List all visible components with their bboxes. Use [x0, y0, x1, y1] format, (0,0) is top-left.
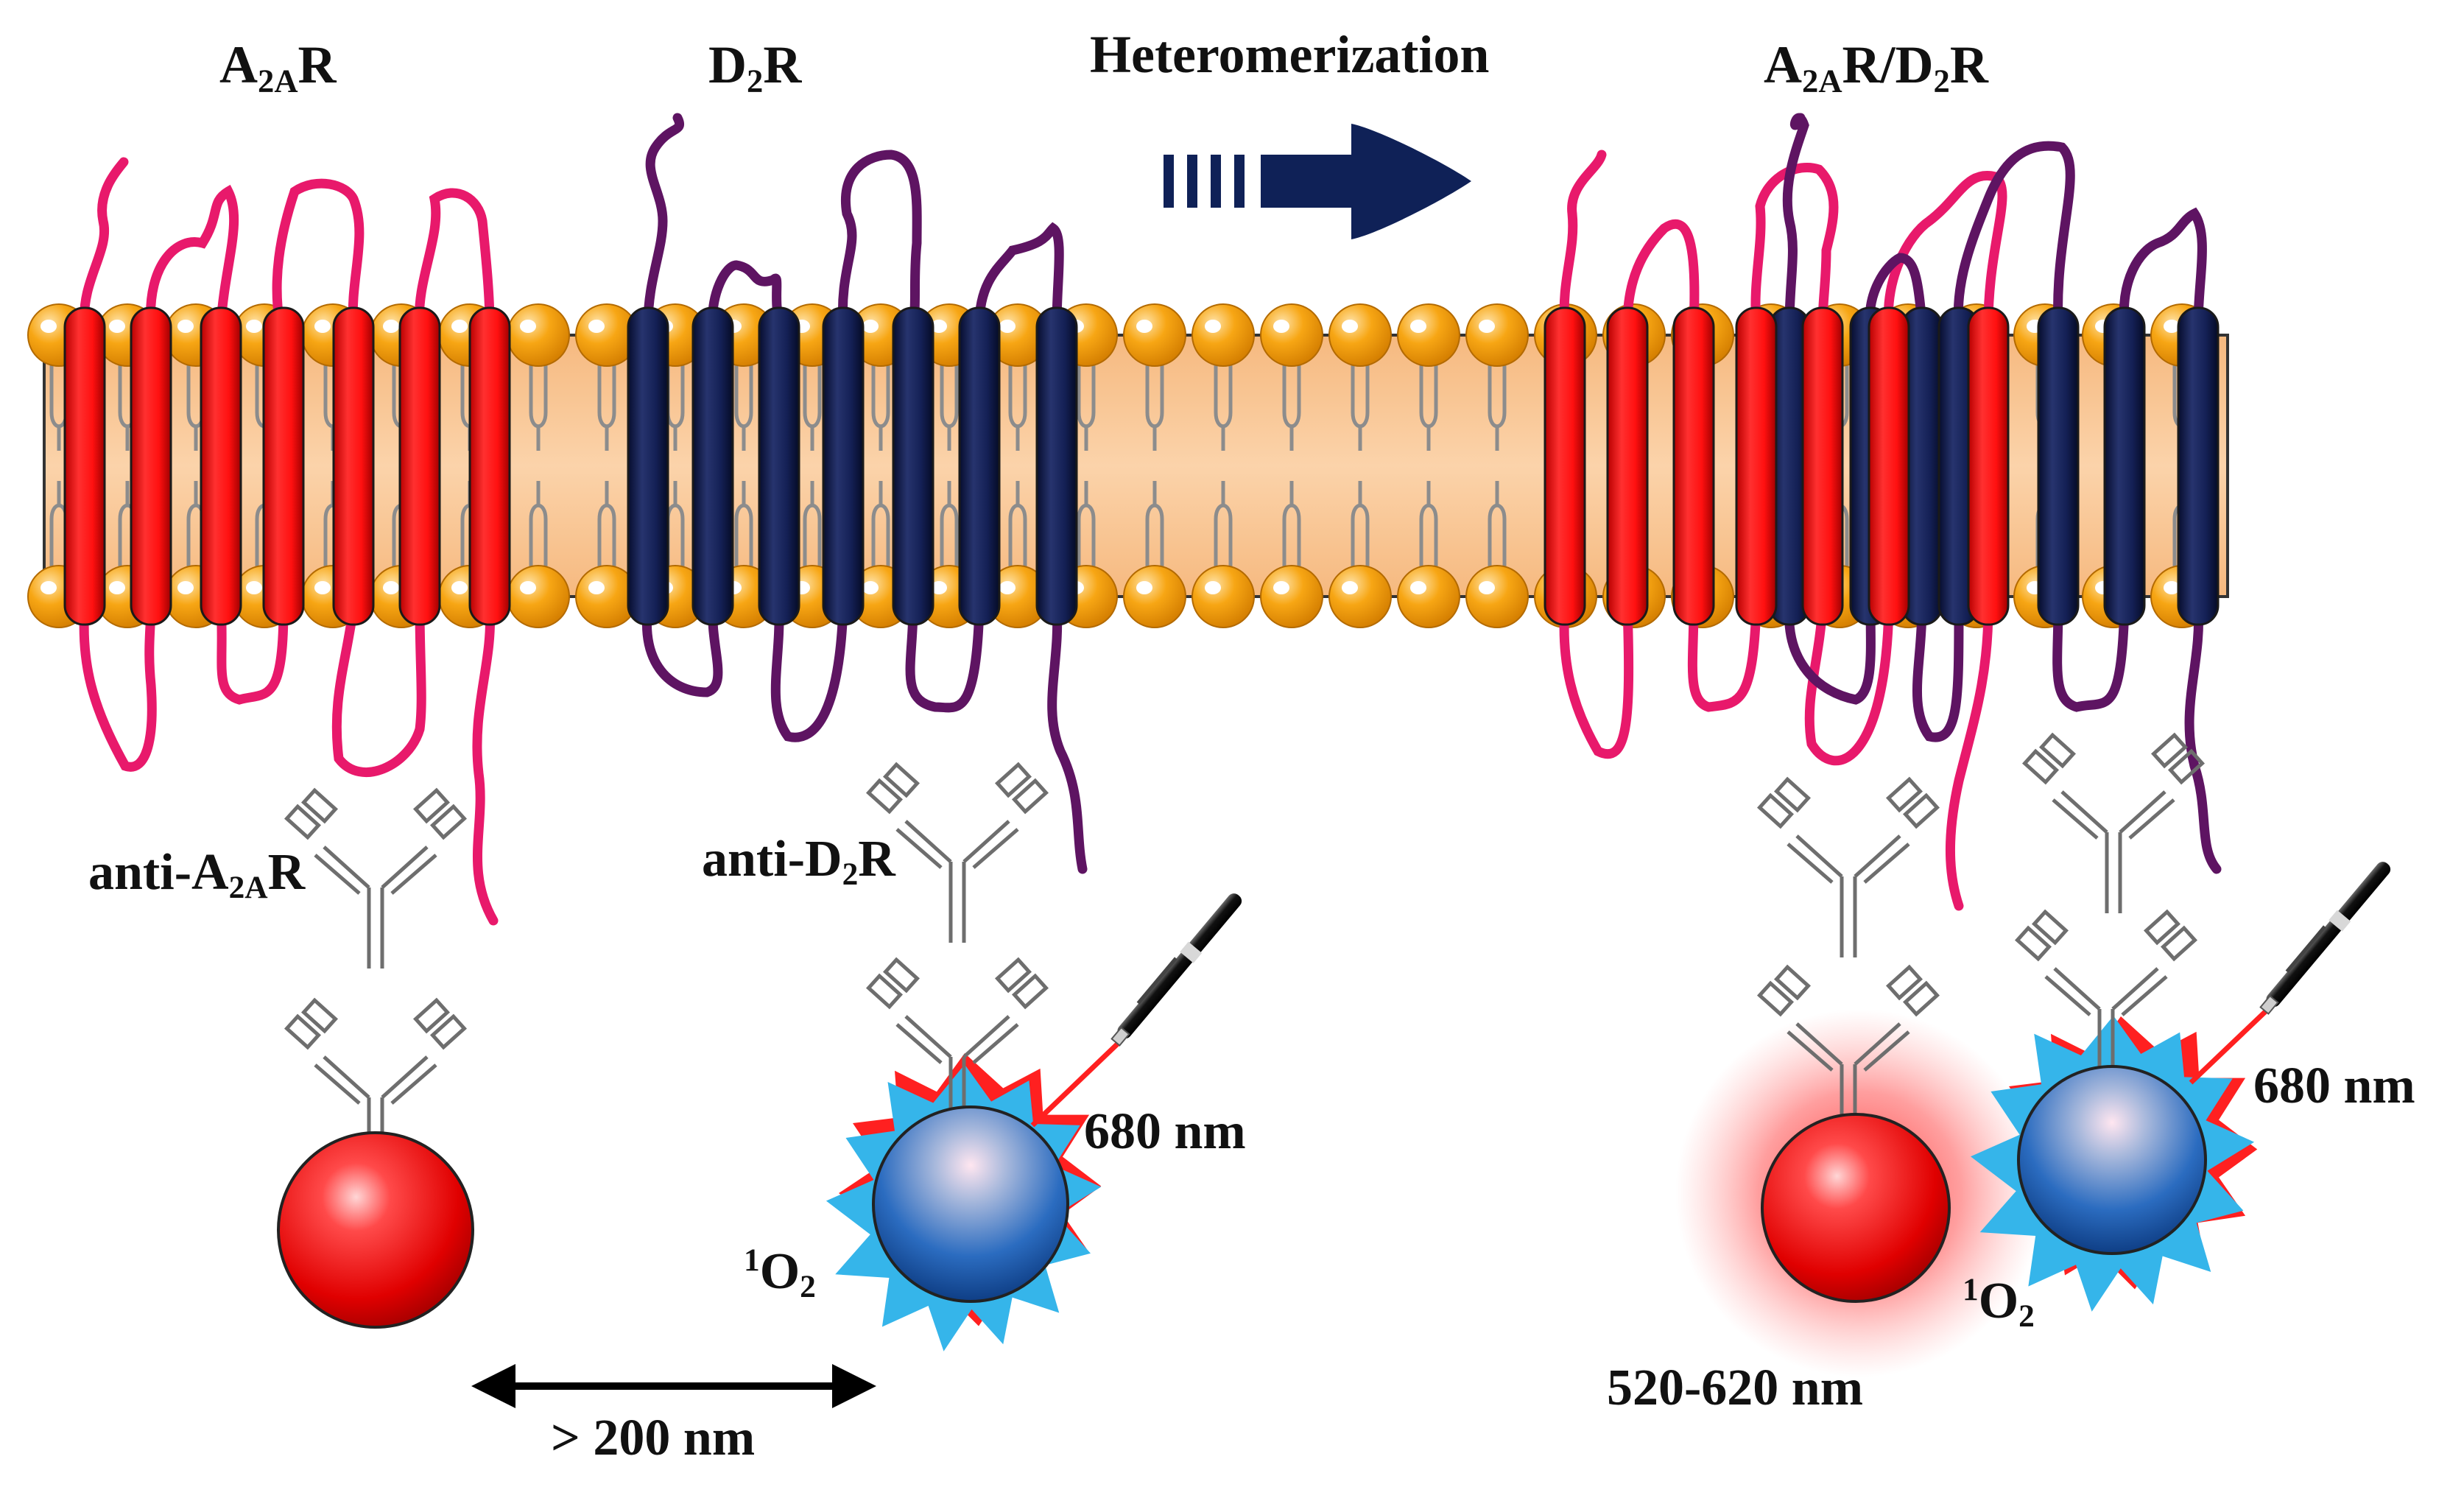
lipid-head — [1328, 303, 1392, 367]
d2r-helix — [2103, 306, 2146, 626]
lipid-head — [1191, 303, 1255, 367]
d2r-helix — [758, 306, 800, 626]
heteromer-d2r-loops — [1782, 113, 2222, 874]
singlet-oxygen-left: 1O2 — [744, 1242, 816, 1305]
d2r-helix — [2177, 306, 2220, 626]
lipid-tail-pair — [529, 361, 548, 571]
lipid-head — [507, 565, 570, 628]
a2ar-helix — [1672, 306, 1715, 626]
donor-assembly-left — [826, 764, 1247, 1351]
lipid-head — [575, 565, 638, 628]
lipid-tail-pair — [871, 361, 890, 571]
lipid-tail-pair — [1351, 361, 1370, 571]
acceptor-bead — [277, 1131, 474, 1329]
a2ar-helix — [200, 306, 242, 626]
lipid-tail-pair — [734, 361, 753, 571]
lipid-tail-pair — [597, 361, 616, 571]
d2r-helix — [822, 306, 865, 626]
a2ar-helix — [1606, 306, 1649, 626]
lipid-tail-pair — [1077, 361, 1096, 571]
d2r-helix — [2037, 306, 2080, 626]
lipid-tail-pair — [1008, 361, 1027, 571]
donor-bead — [872, 1105, 1069, 1303]
d2r-receptor-loops — [642, 113, 1088, 874]
lipid-head — [1260, 303, 1323, 367]
singlet-oxygen-right: 1O2 — [1963, 1272, 2035, 1335]
emission-wavelength-label: 520-620 nm — [1607, 1360, 1864, 1416]
d2r-helix — [958, 306, 1001, 626]
lipid-head — [1123, 565, 1186, 628]
d2r-helix — [1035, 306, 1078, 626]
lipid-tail-pair — [1282, 361, 1301, 571]
distance-arrow — [471, 1364, 876, 1408]
donor-bead — [2017, 1065, 2207, 1255]
anti-d2r-label: anti-D2R — [702, 831, 895, 893]
a2ar-helix — [1868, 306, 1910, 626]
heteromer-label: A2AR/D2R — [1764, 35, 1988, 99]
a2ar-helix — [468, 306, 511, 626]
lipid-head — [1465, 303, 1529, 367]
a2ar-helix — [332, 306, 375, 626]
lipid-head — [1260, 565, 1323, 628]
lipid-head — [1397, 303, 1460, 367]
a2ar-receptor-loops — [79, 157, 499, 926]
acceptor-assembly-left — [277, 790, 474, 1329]
laser-wavelength-left: 680 nm — [1084, 1103, 1246, 1160]
a2ar-helix — [1735, 306, 1778, 626]
lipid-head — [1328, 565, 1392, 628]
lipid-tail-pair — [1488, 361, 1507, 571]
lipid-tail-pair — [940, 361, 959, 571]
lipid-head — [1465, 565, 1529, 628]
d2r-helix — [627, 306, 669, 626]
lipid-tail-pair — [803, 361, 822, 571]
distance-label: > 200 nm — [551, 1410, 756, 1466]
d2r-label: D2R — [708, 35, 802, 99]
lipid-tail-pair — [1419, 361, 1438, 571]
heteromerization-arrow — [1164, 124, 1471, 239]
lipid-tail-pair — [1145, 361, 1164, 571]
laser-beam — [2189, 1007, 2270, 1085]
lipid-head — [1191, 565, 1255, 628]
anti-a2ar-label: anti-A2AR — [88, 844, 306, 906]
lipid-head — [1397, 565, 1460, 628]
a2ar-helix — [1543, 306, 1586, 626]
donor-assembly-right — [1970, 735, 2396, 1312]
a2ar-helix — [1967, 306, 2010, 626]
lipid-head — [575, 303, 638, 367]
laser-beam — [1030, 1040, 1122, 1128]
heteromerization-label: Heteromerization — [1090, 25, 1490, 84]
laser-wavelength-right: 680 nm — [2253, 1058, 2415, 1114]
receptor-helices — [63, 306, 2220, 626]
a2ar-label: A2AR — [219, 35, 337, 99]
d2r-helix — [691, 306, 734, 626]
d2r-helix — [892, 306, 934, 626]
lipid-head — [507, 303, 570, 367]
acceptor-assembly-right — [1675, 779, 2044, 1377]
a2ar-helix — [262, 306, 305, 626]
lipid-tail-pair — [1214, 361, 1233, 571]
a2ar-helix — [398, 306, 441, 626]
acceptor-bead — [1761, 1113, 1951, 1303]
lipid-head — [1123, 303, 1186, 367]
a2ar-helix — [63, 306, 106, 626]
a2ar-helix — [130, 306, 172, 626]
a2ar-helix — [1801, 306, 1844, 626]
